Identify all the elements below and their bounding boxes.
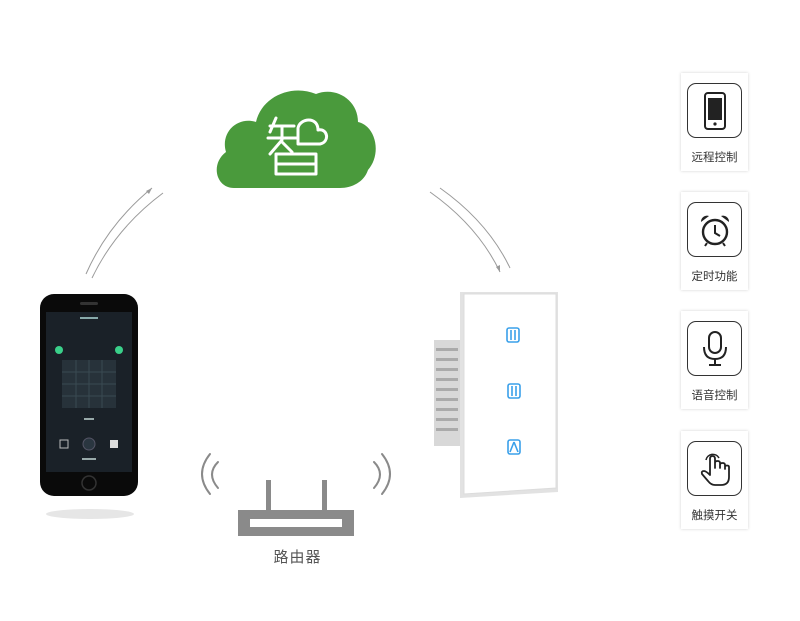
feature-label: 定时功能 (691, 269, 738, 283)
touch-hand-icon (687, 441, 742, 496)
alarm-clock-icon (687, 202, 742, 257)
feature-touch-switch: 触摸开关 (681, 431, 748, 529)
feature-voice-control: 语音控制 (681, 311, 748, 409)
wall-touch-switch (434, 292, 558, 498)
feature-remote-control: 远程控制 (681, 73, 748, 171)
feature-timer: 定时功能 (681, 192, 748, 290)
cloud-icon (216, 90, 376, 188)
router-icon (201, 453, 391, 536)
smartphone-app (40, 294, 138, 519)
smartphone-icon (687, 83, 742, 138)
router-label: 路由器 (273, 548, 322, 566)
microphone-icon (687, 321, 742, 376)
feature-label: 触摸开关 (691, 508, 738, 522)
feature-label: 远程控制 (691, 150, 738, 164)
feature-label: 语音控制 (691, 388, 738, 402)
